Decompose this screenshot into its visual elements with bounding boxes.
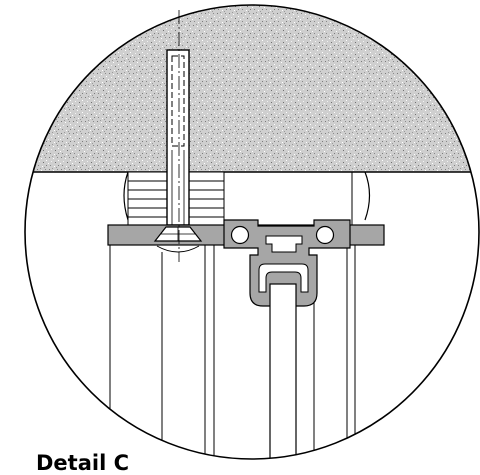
concrete-slab [25, 5, 479, 172]
rail-hole-right [315, 225, 335, 245]
right-recess [364, 171, 371, 221]
track-groove [265, 235, 303, 253]
rail-hole-left [230, 225, 250, 245]
anchor-bolt [166, 49, 190, 226]
track-profile [223, 219, 351, 307]
screw-head [153, 226, 203, 253]
glass-panel [269, 283, 297, 459]
detail-circle-outline [24, 4, 480, 460]
left-recess [123, 171, 129, 221]
track-channel [258, 263, 309, 293]
frame-lines [109, 245, 356, 459]
detail-caption: Detail C [36, 451, 130, 475]
